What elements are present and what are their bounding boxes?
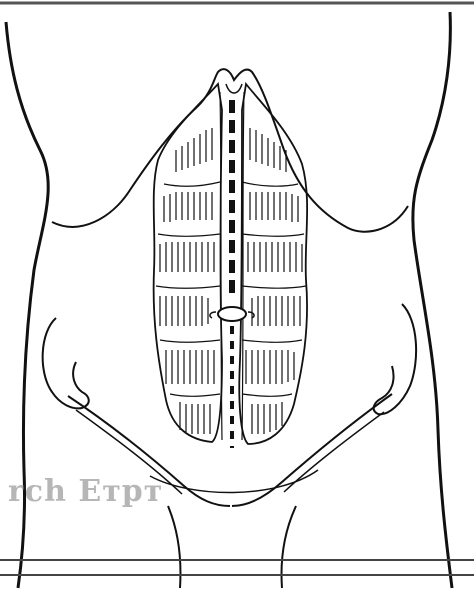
xiphoid <box>226 84 242 93</box>
umbilicus <box>218 307 246 321</box>
scan-noise <box>0 330 474 592</box>
